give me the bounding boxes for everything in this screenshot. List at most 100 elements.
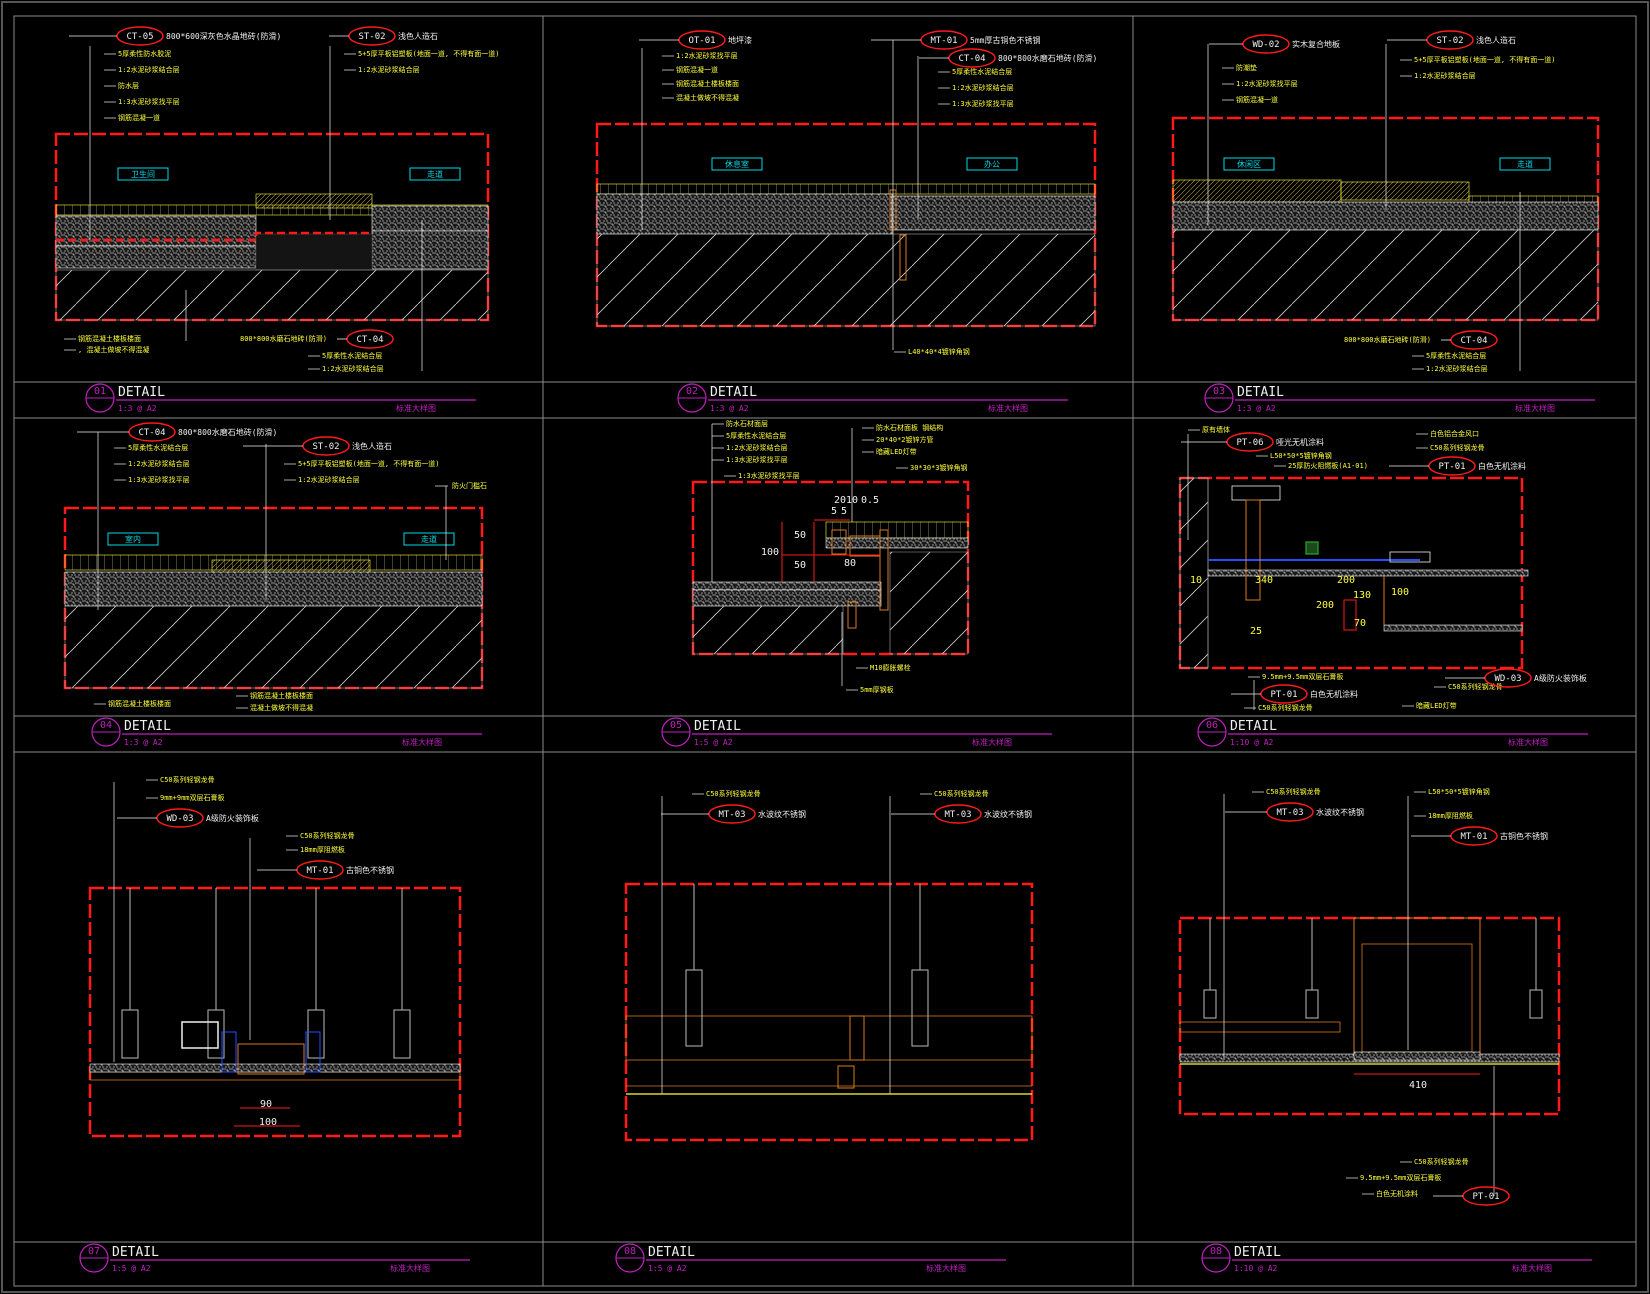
note-text: 1:2水泥砂浆结合层 (952, 83, 1014, 92)
tag-code: MT-01 (306, 866, 333, 876)
tag-code: MT-03 (718, 810, 745, 820)
detail-subtitle: 标准大样图 (402, 737, 442, 747)
note-text: M10膨胀螺栓 (870, 663, 911, 672)
threshold-stone (1340, 181, 1470, 201)
note-text: C50系列轻钢龙骨 (160, 775, 215, 784)
note-text: 1:2水泥砂浆结合层 (118, 65, 180, 74)
note-text: 防火门槛石 (452, 481, 487, 490)
tag-note: 实木复合地板 (1292, 39, 1340, 49)
panel-frame (625, 1015, 1033, 1061)
reveal-channel (237, 1043, 305, 1075)
tag-code: PT-06 (1236, 438, 1263, 448)
note-text: 9mm+9mm双层石膏板 (160, 793, 225, 802)
detail-number: 05 (670, 720, 682, 731)
note-text: 800*800水磨石地砖(防滑) (240, 334, 327, 343)
tag-code: ST-02 (358, 32, 385, 42)
tag-code: MT-01 (930, 36, 957, 46)
upper-finish (825, 521, 969, 539)
note-text: 25厚防火阻燃板(A1-01) (1288, 461, 1368, 470)
room-label-box (966, 157, 1018, 171)
note-text: 5厚柔性水泥结合层 (952, 67, 1012, 76)
note-text: 1:2水泥砂浆找平层 (676, 51, 738, 60)
mortar-layer (55, 245, 257, 269)
note-text: C50系列轻钢龙骨 (934, 789, 989, 798)
mortar-layer (692, 589, 882, 607)
note-text: 1:2水泥砂浆结合层 (1414, 71, 1476, 80)
note-text: 暗藏LED灯带 (1416, 701, 1457, 710)
detail-number: 06 (1206, 720, 1218, 731)
tag-code: PT-01 (1270, 690, 1297, 700)
note-text: 白色铝合金风口 (1430, 429, 1479, 438)
dimension-text: 100 (1391, 587, 1409, 598)
detail-subtitle: 标准大样图 (396, 403, 436, 413)
note-text: 防水层 (118, 81, 139, 90)
light-box-inner (1361, 943, 1473, 1053)
detail-number: 07 (88, 1246, 100, 1257)
detail-scale: 1:3 @ A2 (1237, 404, 1276, 413)
detail-number: 03 (1213, 386, 1225, 397)
note-text: C50系列轻钢龙骨 (1266, 787, 1321, 796)
note-text: C50系列轻钢龙骨 (1414, 1157, 1469, 1166)
note-text: L50*50*5镀锌角钢 (1270, 451, 1332, 460)
note-text: 5+5厚平板铝塑板(地面一道, 不得有面一道) (1414, 55, 1556, 64)
room-label-box (107, 532, 159, 546)
tag-note: 800*600深灰色水晶地砖(防滑) (166, 31, 281, 41)
tag-note: 古铜色不锈钢 (346, 865, 394, 875)
threshold-stone (255, 193, 373, 209)
note-text: 5mm厚钢板 (860, 685, 894, 694)
tag-code: MT-03 (944, 810, 971, 820)
gypsum-board (1383, 624, 1523, 632)
room-label: 卫生间 (131, 169, 155, 179)
room-label-box (409, 167, 461, 181)
detail-scale: 1:5 @ A2 (112, 1264, 151, 1273)
ceiling-board (89, 1063, 461, 1073)
dimension-text: 50 (794, 530, 806, 541)
detail-title: DETAIL (1234, 1245, 1281, 1260)
dimension-text: 100 (761, 547, 779, 558)
room-label: 走道 (427, 169, 443, 179)
note-text: 18mm厚阻燃板 (300, 845, 345, 854)
tag-code: WD-03 (166, 814, 193, 824)
sheet-inner-frame (13, 15, 1637, 1287)
note-text: L40*40*4镀锌角钢 (908, 347, 970, 356)
finish-layer (692, 581, 882, 591)
note-text: 防水石材面层 (726, 419, 768, 428)
note-text: C50系列轻钢龙骨 (1258, 703, 1313, 712)
detail-title: DETAIL (1230, 719, 1277, 734)
note-text: C50系列轻钢龙骨 (706, 789, 761, 798)
dimension-text: 200 (1337, 575, 1355, 586)
note-text: 5厚柔性水泥结合层 (128, 443, 188, 452)
tag-code: PT-01 (1472, 1192, 1499, 1202)
mortar-layer (891, 195, 1096, 231)
joint-detail (837, 1065, 855, 1089)
note-text: 1:3水泥砂浆找平层 (726, 455, 788, 464)
hanger-clip (685, 969, 703, 1047)
tag-note: A级防火装饰板 (206, 813, 259, 823)
mortar-layer (371, 205, 489, 232)
hanger-clip (1305, 989, 1319, 1019)
note-text: 800*800水磨石地砖(防滑) (1344, 335, 1431, 344)
note-text: 防潮垫 (1236, 63, 1257, 72)
note-text: 钢筋混凝土楼板楼面 (676, 79, 739, 88)
detail-scale: 1:10 @ A2 (1234, 1264, 1278, 1273)
note-text: 钢筋混凝一道 (676, 65, 718, 74)
concrete-slab (64, 605, 483, 689)
detail-number: 08 (1210, 1246, 1222, 1257)
note-text: 钢筋混凝土楼板楼面 (250, 691, 313, 700)
note-text: 9.5mm+9.5mm双层石膏板 (1360, 1173, 1441, 1182)
tag-note: 地坪漆 (728, 35, 752, 45)
upper-mortar (825, 537, 969, 549)
note-text: 混凝土做坡不得混凝 (250, 703, 313, 712)
note-text: 5厚柔性防水胶泥 (118, 49, 171, 58)
joint-detail (849, 1015, 865, 1061)
note-text: 钢筋混凝土楼板楼面 (108, 699, 171, 708)
tag-note: 5mm厚古铜色不锈钢 (970, 35, 1040, 45)
hanger-clip (307, 1009, 325, 1059)
note-text: 暗藏LED灯带 (876, 447, 917, 456)
note-text: 混凝土做坡不得混凝 (676, 93, 739, 102)
hanger-clip (1203, 989, 1217, 1019)
concrete-slab (1172, 229, 1599, 321)
detail-title: DETAIL (112, 1245, 159, 1260)
